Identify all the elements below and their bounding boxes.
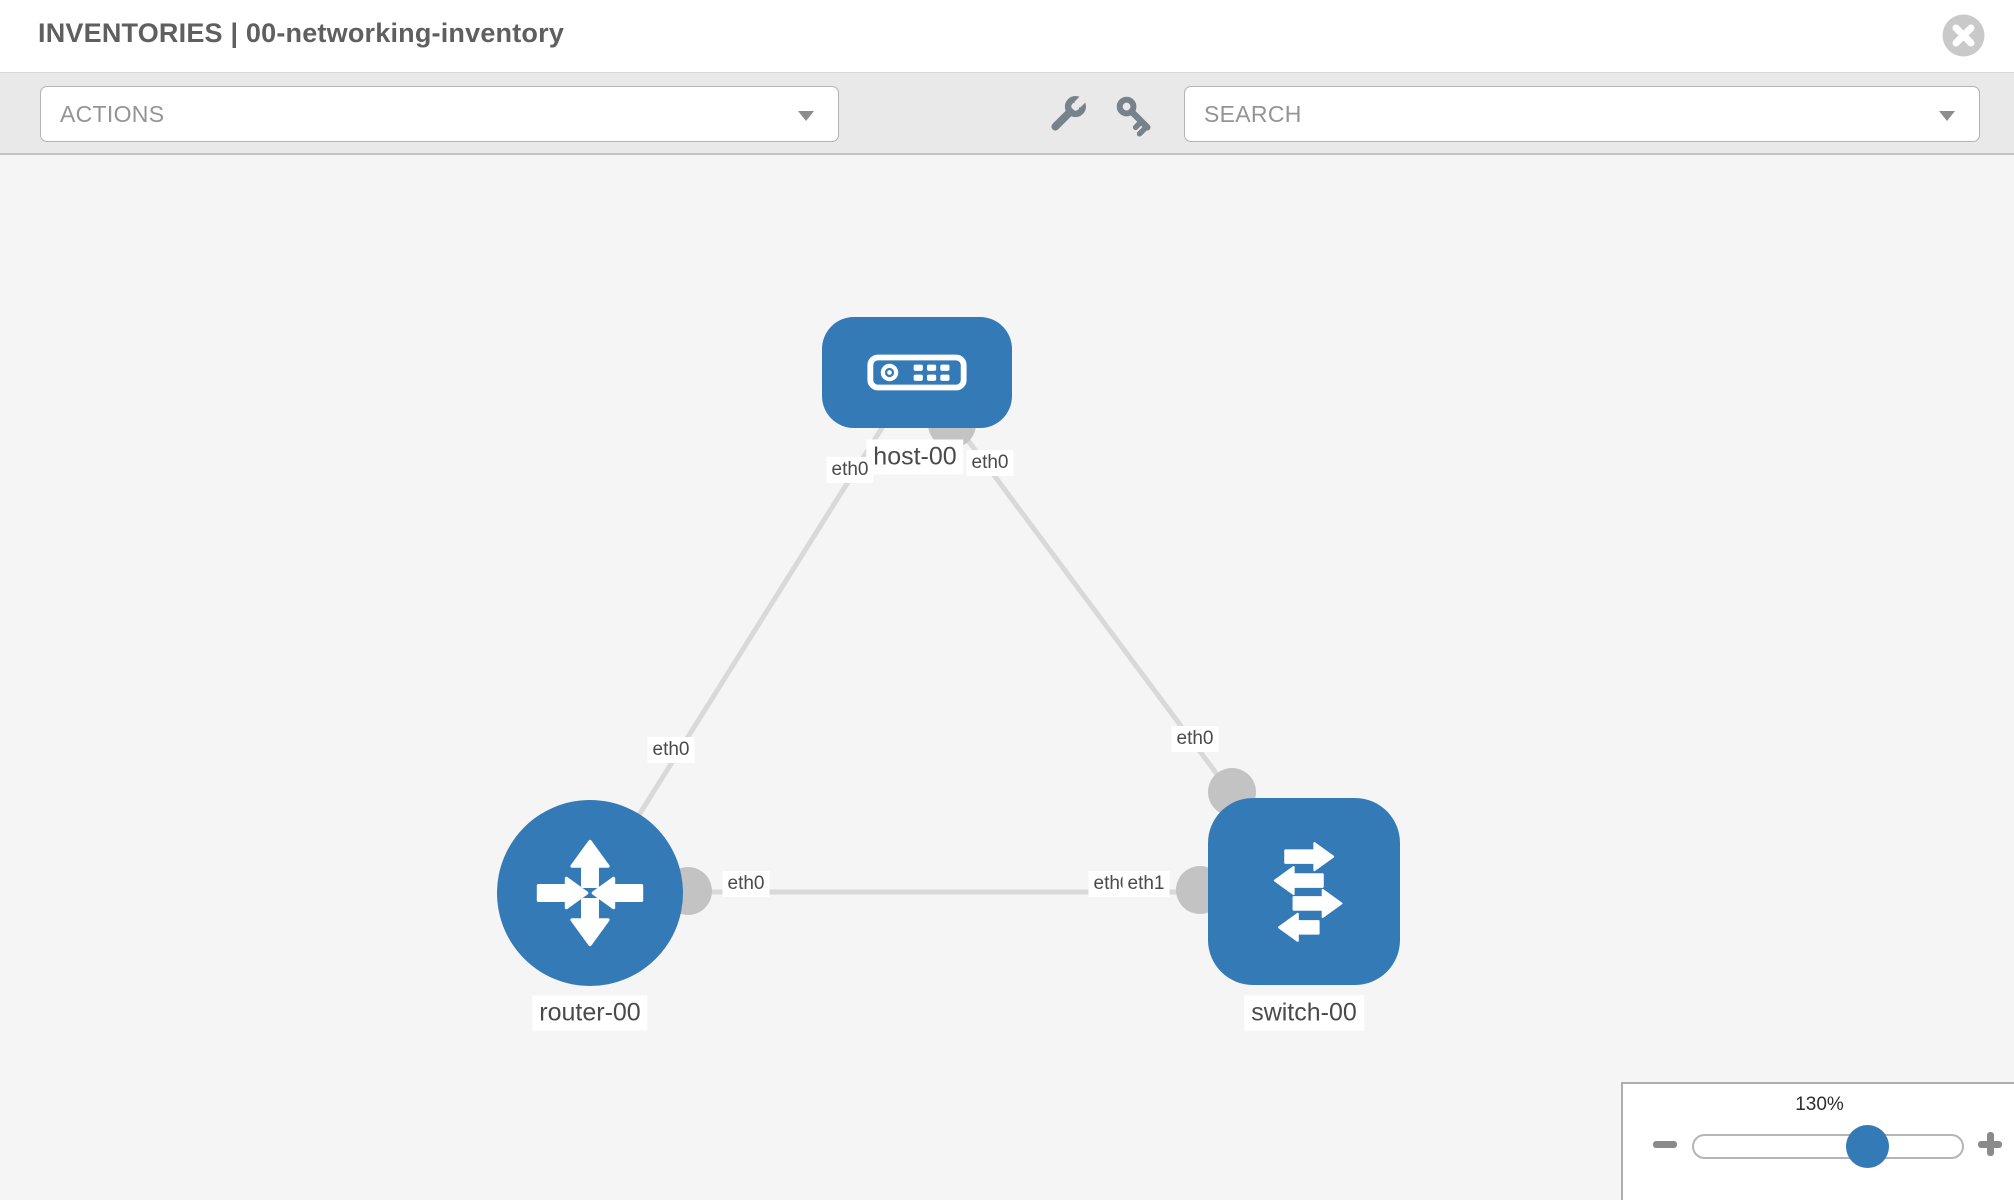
interface-label: eth0 <box>1171 726 1219 752</box>
configure-button[interactable] <box>1045 93 1089 137</box>
chevron-down-icon <box>798 111 814 121</box>
toolbar: ACTIONS SEARC <box>0 73 2014 155</box>
node-host-00[interactable] <box>822 317 1012 428</box>
zoom-in-button[interactable] <box>1977 1131 2003 1157</box>
node-label-host: host-00 <box>866 439 964 475</box>
node-label-switch: switch-00 <box>1244 995 1364 1031</box>
search-dropdown[interactable]: SEARCH <box>1184 86 1980 142</box>
close-button[interactable] <box>1942 14 1985 57</box>
switch-icon <box>1273 841 1343 942</box>
interface-label: eth0 <box>966 450 1014 476</box>
interface-label: eth0 <box>647 737 695 763</box>
topology-canvas[interactable]: host-00 router-00 switch-00 eth0 eth0 et… <box>0 155 2014 1200</box>
header: INVENTORIES | 00-networking-inventory <box>0 0 2014 73</box>
interface-label: eth0 <box>826 457 874 483</box>
chevron-down-icon <box>1939 111 1955 121</box>
actions-dropdown[interactable]: ACTIONS <box>40 86 839 142</box>
zoom-slider-track[interactable] <box>1692 1125 1964 1168</box>
zoom-out-button[interactable] <box>1652 1131 1678 1157</box>
actions-dropdown-label: ACTIONS <box>60 100 165 127</box>
minus-icon <box>1653 1141 1677 1148</box>
host-icon <box>867 354 967 391</box>
node-router-00[interactable] <box>497 800 683 986</box>
wrench-icon <box>1051 94 1088 131</box>
zoom-panel: 130% <box>1621 1082 2014 1200</box>
close-icon <box>1942 14 1985 57</box>
credentials-button[interactable] <box>1113 93 1157 137</box>
interface-label: eth1 <box>1122 871 1170 897</box>
plus-icon <box>1986 1132 1994 1156</box>
interface-label: eth0 <box>722 871 770 897</box>
node-label-router: router-00 <box>532 995 648 1031</box>
search-dropdown-label: SEARCH <box>1204 100 1302 127</box>
key-icon <box>1116 96 1151 137</box>
zoom-slider-thumb[interactable] <box>1846 1125 1889 1168</box>
router-icon <box>536 839 644 947</box>
node-switch-00[interactable] <box>1208 798 1400 985</box>
page-title: INVENTORIES | 00-networking-inventory <box>38 18 565 48</box>
topology-links <box>587 370 1307 895</box>
zoom-level: 130% <box>1795 1094 1844 1115</box>
